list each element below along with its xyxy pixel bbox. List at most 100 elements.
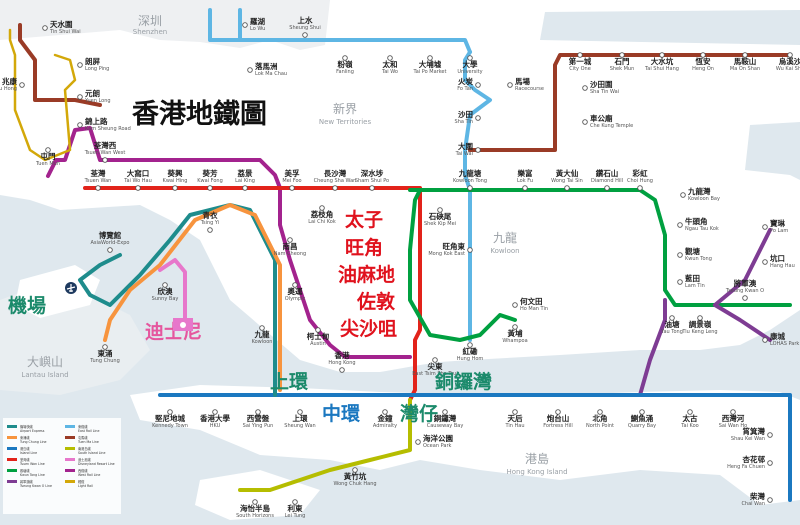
station-marker-taiwai[interactable] [475, 147, 481, 153]
station-marker-admiralty[interactable] [382, 409, 388, 415]
legend-label-en-9: Disneyland Resort Line [78, 462, 115, 466]
station-marker-citywall[interactable] [582, 119, 588, 125]
station-marker-saiwanho[interactable] [730, 409, 736, 415]
station-marker-sunnybay[interactable] [162, 282, 168, 288]
station-marker-shekmun[interactable] [619, 52, 625, 58]
east-rail-lowu [208, 8, 472, 54]
station-marker-whampoa[interactable] [512, 324, 518, 330]
station-marker-lmc[interactable] [247, 67, 253, 73]
station-name-zh-tpm: 大埔墟 [419, 59, 442, 69]
station-marker-hengon[interactable] [700, 52, 706, 58]
station-marker-diamondhill[interactable] [604, 185, 610, 191]
station-marker-laiking[interactable] [242, 185, 248, 191]
station-marker-saiyingpun[interactable] [255, 409, 261, 415]
station-marker-tuenmun[interactable] [45, 147, 51, 153]
station-marker-lamtin[interactable] [677, 279, 683, 285]
station-name-en-olympic: Olympic [285, 296, 306, 302]
station-marker-kwaifong[interactable] [207, 185, 213, 191]
station-marker-tinhau[interactable] [512, 409, 518, 415]
station-marker-yautong[interactable] [669, 315, 675, 321]
station-marker-fortresshill[interactable] [555, 409, 561, 415]
station-marker-shatinwai[interactable] [582, 85, 588, 91]
station-marker-racecourse[interactable] [507, 82, 513, 88]
station-marker-fanling[interactable] [342, 55, 348, 61]
station-marker-taiwohau[interactable] [135, 185, 141, 191]
station-name-zh-kowloon: 九龍 [254, 329, 270, 339]
station-marker-tsw[interactable] [42, 25, 48, 31]
station-marker-wch[interactable] [352, 467, 358, 473]
station-marker-csw[interactable] [332, 185, 338, 191]
highlight-airport: 機場 [8, 294, 46, 317]
station-marker-tkl[interactable] [697, 315, 703, 321]
station-marker-northpoint[interactable] [597, 409, 603, 415]
station-name-zh-siuhong: 兆康 [2, 76, 17, 86]
station-marker-cityone[interactable] [577, 52, 583, 58]
station-marker-maonshan[interactable] [742, 52, 748, 58]
station-marker-hengfachuen[interactable] [767, 460, 773, 466]
station-marker-sheungshui[interactable] [302, 32, 308, 38]
station-marker-polam[interactable] [762, 224, 768, 230]
station-marker-hanghau[interactable] [762, 259, 768, 265]
station-marker-kowloontong[interactable] [467, 185, 473, 191]
station-marker-southhorizons[interactable] [252, 499, 258, 505]
station-marker-shekkipmei[interactable] [437, 207, 443, 213]
station-marker-hunghom[interactable] [467, 342, 473, 348]
station-name-zh-kowloontong: 九龍塘 [458, 168, 482, 178]
station-marker-yuenlong[interactable] [77, 94, 83, 100]
station-marker-taiwo[interactable] [387, 55, 393, 61]
station-marker-wongtaisin[interactable] [564, 185, 570, 191]
station-marker-mongkokeast[interactable] [467, 247, 473, 253]
station-marker-laichikok[interactable] [319, 205, 325, 211]
station-marker-tpm[interactable] [427, 55, 433, 61]
station-marker-kwaihing[interactable] [172, 185, 178, 191]
station-marker-meifoo[interactable] [289, 185, 295, 191]
station-marker-chaiwan[interactable] [767, 497, 773, 503]
station-marker-choihung[interactable] [637, 185, 643, 191]
station-marker-hohmantin[interactable] [512, 302, 518, 308]
station-marker-taikoo[interactable] [687, 409, 693, 415]
station-marker-university[interactable] [467, 55, 473, 61]
station-name-zh-diamondhill: 鑽石山 [596, 168, 619, 178]
station-marker-austin[interactable] [315, 327, 321, 333]
station-marker-kowloon[interactable] [259, 325, 265, 331]
station-marker-kennedytown[interactable] [167, 409, 173, 415]
station-marker-fotan[interactable] [475, 82, 481, 88]
station-marker-leitung[interactable] [292, 499, 298, 505]
station-marker-tww[interactable] [102, 157, 108, 163]
disney-line [158, 258, 187, 322]
station-marker-taishuihang[interactable] [659, 52, 665, 58]
station-marker-tsuenwan[interactable] [95, 185, 101, 191]
station-marker-namcheong[interactable] [287, 237, 293, 243]
station-marker-longping[interactable] [77, 62, 83, 68]
legend-label-en-10: West Rail Line [78, 473, 100, 477]
station-name-zh-ngautaukok: 牛頭角 [685, 216, 708, 226]
station-marker-tsingyi[interactable] [207, 227, 213, 233]
station-name-en-lmc: Lok Ma Chau [255, 71, 287, 77]
station-marker-tungchung[interactable] [102, 344, 108, 350]
station-marker-kwuntong[interactable] [677, 252, 683, 258]
station-marker-asiaworld[interactable] [107, 247, 113, 253]
station-marker-tstEast[interactable] [432, 357, 438, 363]
region-nt-en: New Territories [319, 118, 372, 126]
station-marker-hku[interactable] [212, 409, 218, 415]
station-name-zh-ksr: 錦上路 [84, 116, 108, 126]
station-marker-kowloonbay[interactable] [680, 192, 686, 198]
station-marker-lokfu[interactable] [522, 185, 528, 191]
station-marker-siuhong[interactable] [19, 82, 25, 88]
station-marker-ksr[interactable] [77, 122, 83, 128]
station-marker-sheungwan[interactable] [297, 409, 303, 415]
station-marker-ssp[interactable] [369, 185, 375, 191]
legend-label-en-3: Tsuen Wan Line [19, 462, 45, 466]
station-marker-hongkong[interactable] [339, 367, 345, 373]
station-marker-ngautaukok[interactable] [677, 222, 683, 228]
station-marker-skw[interactable] [767, 432, 773, 438]
station-marker-wukaisha[interactable] [787, 52, 793, 58]
station-marker-causewaybay[interactable] [442, 409, 448, 415]
station-marker-olympic[interactable] [292, 282, 298, 288]
station-marker-shatin[interactable] [475, 115, 481, 121]
station-marker-tko[interactable] [742, 295, 748, 301]
station-marker-lohaspark[interactable] [762, 337, 768, 343]
station-marker-lowu[interactable] [242, 22, 248, 28]
station-marker-oceanpark[interactable] [415, 439, 421, 445]
station-marker-quarrybay[interactable] [639, 409, 645, 415]
